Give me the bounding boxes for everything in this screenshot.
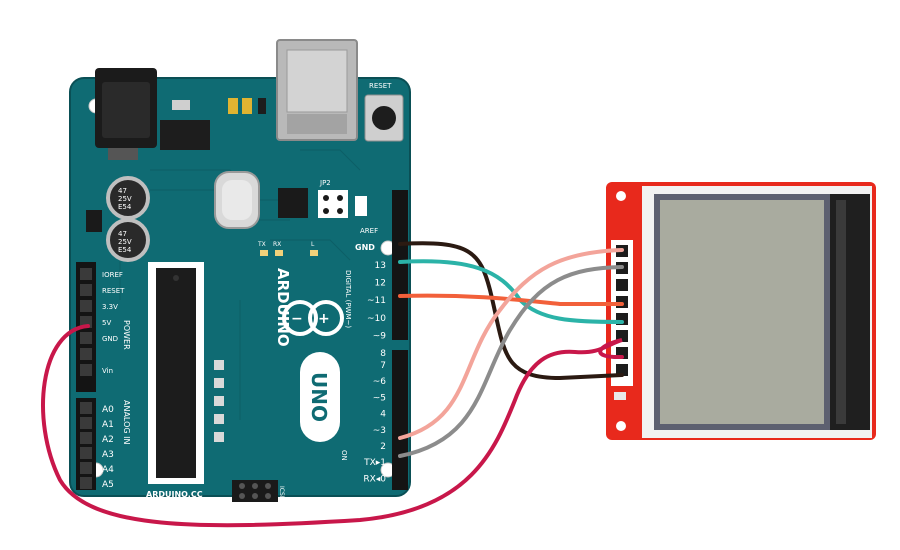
icsp-label: ICSP (278, 486, 285, 500)
pin-a5: A5 (102, 480, 114, 490)
lcd-pin-header (611, 240, 633, 386)
digital-pin-label: 4 (380, 410, 386, 420)
smd-component (214, 360, 224, 370)
reset-silk-label: RESET (369, 82, 392, 90)
pin-a0: A0 (102, 405, 114, 415)
voltage-regulator (160, 120, 210, 150)
dc-power-jack (95, 68, 157, 160)
digital-pin-label: RX◂0 (363, 474, 386, 484)
svg-text:+: + (318, 311, 330, 327)
smd-component (214, 414, 224, 424)
jp2-header (318, 190, 348, 218)
digital-pin-label: 12 (375, 279, 386, 289)
l-led (310, 250, 318, 256)
power-section-label: POWER (122, 320, 131, 350)
smd-resistor (614, 392, 626, 400)
pin-3v3: 3.3V (102, 303, 118, 311)
digital-pin-label: ~6 (373, 377, 387, 387)
digital-pin-label: 2 (380, 442, 386, 452)
reset-button[interactable] (364, 94, 404, 142)
pin-ioref: IOREF (102, 271, 123, 279)
smd-component (258, 98, 266, 114)
icsp-small-header (355, 196, 367, 216)
arduino-wordmark: ARDUINO (274, 268, 292, 347)
rx-label: RX (273, 241, 281, 248)
digital-pin-labels: 13 12 ~11 ~10 ~9 8 7 ~6 ~5 4 ~3 2TX▸1RX◂0 (363, 261, 386, 484)
rx-led (275, 250, 283, 256)
usb-interface-chip (278, 188, 308, 218)
digital-header-top (392, 190, 408, 340)
digital-pin-label: ~5 (373, 393, 386, 403)
pin-aref: AREF (360, 227, 378, 235)
nokia-5110-lcd-module (606, 182, 876, 440)
wire-black-gnd (398, 241, 624, 381)
pin-a3: A3 (102, 450, 114, 460)
on-led-label: ON (340, 450, 348, 461)
svg-text:−: − (291, 311, 303, 327)
smd-component (172, 100, 190, 110)
wire-red-5v (41, 324, 624, 528)
digital-pin-label: 7 (380, 361, 386, 371)
digital-pin-label: TX▸1 (363, 458, 386, 468)
wires (41, 241, 624, 528)
pin-a1: A1 (102, 420, 114, 430)
digital-pin-label: 13 (375, 261, 386, 271)
lcd-screen (660, 200, 824, 424)
pin-reset: RESET (102, 287, 125, 295)
digital-pin-label: 8 (380, 349, 386, 359)
pin-gnd-top: GND (355, 243, 375, 252)
fuse (242, 98, 252, 114)
digital-section-label: DIGITAL (PWM~) (344, 270, 352, 328)
uno-badge: UNO (300, 352, 340, 442)
lcd-mounting-hole (616, 421, 626, 431)
l-led-label: L (311, 241, 315, 248)
jp2-label: JP2 (319, 179, 331, 187)
diode (86, 210, 102, 232)
digital-pin-label: ~11 (367, 296, 386, 306)
analog-header (76, 398, 96, 490)
icsp-header (232, 480, 278, 502)
wire-orange-11 (398, 293, 624, 306)
svg-text:UNO: UNO (307, 372, 331, 422)
crystal-oscillator (214, 171, 260, 229)
usb-b-connector (276, 39, 358, 141)
lcd-mounting-hole (616, 191, 626, 201)
smd-component (214, 432, 224, 442)
digital-pin-label: ~3 (373, 426, 386, 436)
wire-gray-2 (398, 265, 624, 458)
wire-pink-3 (398, 248, 624, 440)
website-label: ARDUINO.CC (146, 490, 203, 499)
smd-component (214, 396, 224, 406)
fuse (228, 98, 238, 114)
arduino-logo: − + (282, 300, 344, 336)
pin-vin: Vin (102, 367, 113, 375)
tx-label: TX (257, 241, 266, 248)
digital-pin-label: ~10 (367, 314, 386, 324)
atmega328p-chip (148, 262, 204, 484)
pin-a4: A4 (102, 465, 114, 475)
tx-led (260, 250, 268, 256)
digital-pin-label: ~9 (373, 331, 387, 341)
pin-gnd: GND (102, 335, 118, 343)
digital-header-bottom (392, 350, 408, 490)
smd-component (214, 378, 224, 388)
pin-5v: 5V (102, 319, 111, 327)
pin-a2: A2 (102, 435, 114, 445)
analog-section-label: ANALOG IN (122, 400, 131, 445)
